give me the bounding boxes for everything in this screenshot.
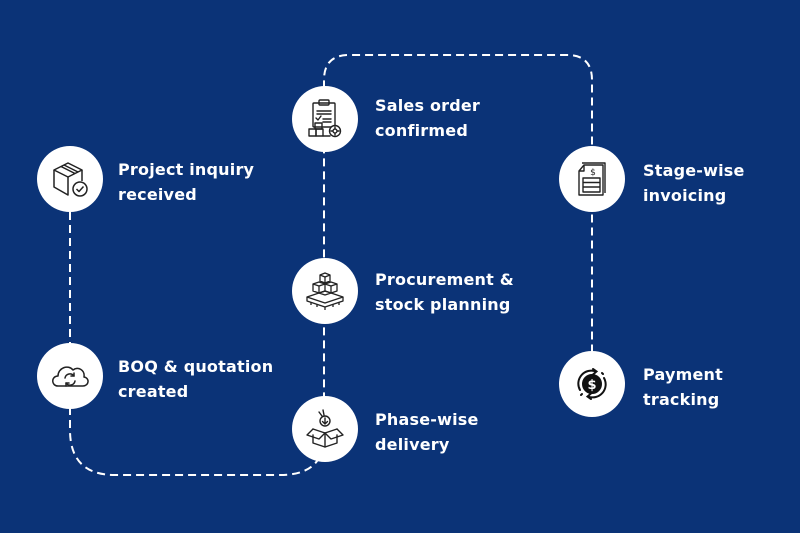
step-label-line: Project inquiry [118, 160, 255, 179]
clipboard-order-icon [308, 99, 342, 138]
svg-text:$: $ [587, 378, 596, 393]
step-label-line: Procurement & [375, 270, 514, 289]
step-label-line: Payment [643, 365, 723, 384]
step-label-payment: Payment tracking [643, 362, 723, 412]
step-label-line: Stage-wise [643, 161, 745, 180]
step-label-line: received [118, 185, 197, 204]
step-label-line: stock planning [375, 295, 511, 314]
step-node-invoicing: $ [559, 146, 625, 212]
connector-path [69, 54, 593, 476]
step-label-invoicing: Stage-wise invoicing [643, 158, 745, 208]
step-node-payment: $ [559, 351, 625, 417]
step-label-line: Phase-wise [375, 410, 479, 429]
step-node-boq [37, 343, 103, 409]
step-label-line: tracking [643, 390, 720, 409]
step-node-inquiry [37, 146, 103, 212]
dollar-cycle-icon: $ [577, 368, 607, 400]
svg-text:$: $ [590, 168, 596, 178]
step-label-inquiry: Project inquiry received [118, 157, 254, 207]
step-label-procurement: Procurement & stock planning [375, 267, 514, 317]
step-label-line: confirmed [375, 121, 468, 140]
step-label-line: BOQ & quotation [118, 357, 274, 376]
step-label-delivery: Phase-wise delivery [375, 407, 479, 457]
step-node-delivery [292, 396, 358, 462]
cloud-sync-icon [52, 366, 89, 387]
box-check-icon [53, 162, 88, 197]
step-label-line: delivery [375, 435, 450, 454]
step-label-boq: BOQ & quotation created [118, 354, 273, 404]
invoice-dollar-icon: $ [578, 162, 606, 196]
pallet-boxes-icon [306, 272, 344, 310]
open-box-icon [306, 409, 344, 448]
step-label-line: Sales order [375, 96, 481, 115]
step-node-procurement [292, 258, 358, 324]
step-label-line: created [118, 382, 189, 401]
step-node-sales [292, 86, 358, 152]
step-label-sales: Sales order confirmed [375, 93, 480, 143]
step-label-line: invoicing [643, 186, 727, 205]
